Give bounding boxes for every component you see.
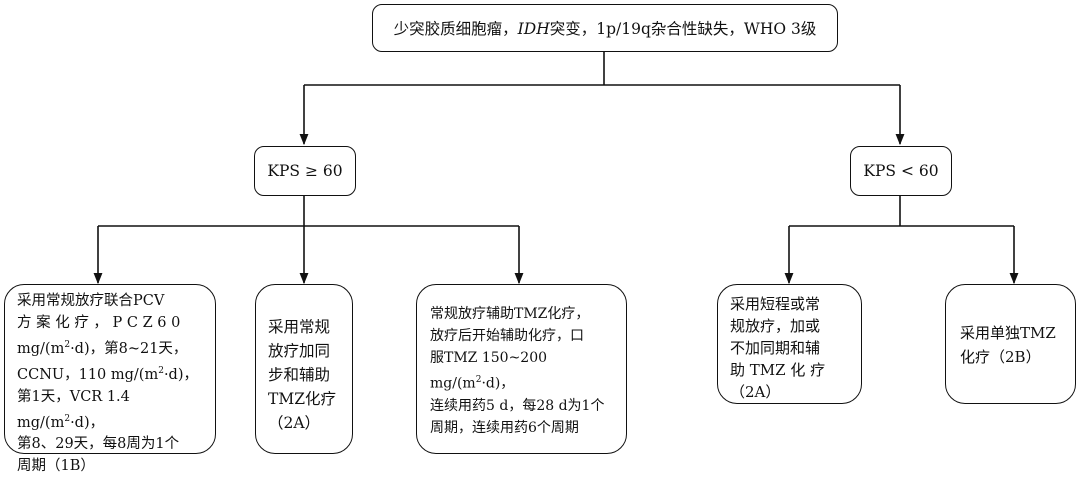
pcv-treatment-box: 采用常规放疗联合PCV 方 案 化 疗 ， P C Z 6 0 mg/(m2·d… [4,284,216,474]
pcv-line-7: 周期（1B） [17,458,95,475]
pcv-line-2: 方 案 化 疗 ， P C Z 6 0 [17,315,181,331]
kps-high-box: KPS ≥ 60 [254,146,356,196]
concurrent-line-3: 步和辅助 [268,366,331,384]
pcv-line-5: 第1天，VCR 1.4 mg/(m2·d)， [17,388,130,431]
short-course-box: 采用短程或常 规放疗，加或 不加同期和辅 助 TMZ 化 疗 （2A） [717,284,862,404]
kps-low-box: KPS < 60 [850,146,952,196]
tmz-only-line-1: 采用单独TMZ [960,324,1056,342]
short-line-1: 采用短程或常 [730,295,821,313]
adjuvant-line-5: 周期，连续用药6个周期 [430,419,579,436]
short-line-3: 不加同期和辅 [730,339,821,357]
root-diagnosis-box: 少突胶质细胞瘤，IDH突变，1p/19q杂合性缺失，WHO 3级 [372,4,838,52]
adjuvant-line-4: 连续用药5 d，每28 d为1个 [430,397,605,414]
kps-low-label: KPS < 60 [863,162,939,180]
root-diagnosis-text: 少突胶质细胞瘤，IDH突变，1p/19q杂合性缺失，WHO 3级 [393,20,817,38]
pcv-line-1: 采用常规放疗联合PCV [17,293,165,309]
short-line-5: （2A） [730,383,781,401]
concurrent-tmz-box: 采用常规 放疗加同 步和辅助 TMZ化疗 （2A） [255,284,353,454]
concurrent-line-1: 采用常规 [268,318,331,336]
adjuvant-line-1: 常规放疗辅助TMZ化疗， [430,306,590,322]
pcv-line-4: CCNU，110 mg/(m2·d)， [17,365,199,383]
adjuvant-line-2: 放疗后开始辅助化疗，口 [430,328,584,344]
concurrent-line-2: 放疗加同 [268,342,331,360]
pcv-line-3: mg/(m2·d)，第8~21天， [17,340,188,357]
concurrent-line-5: （2A） [268,414,321,432]
adjuvant-line-3: 服TMZ 150~200 mg/(m2·d)， [430,350,548,392]
connector-lines [93,52,1019,285]
kps-high-label: KPS ≥ 60 [267,162,343,180]
adjuvant-tmz-box: 常规放疗辅助TMZ化疗， 放疗后开始辅助化疗，口 服TMZ 150~200 mg… [416,284,627,454]
tmz-only-box: 采用单独TMZ 化疗（2B） [945,284,1076,404]
short-line-2: 规放疗，加或 [730,317,821,335]
pcv-line-6: 第8、29天，每8周为1个 [17,436,180,453]
short-line-4: 助 TMZ 化 疗 [730,361,826,379]
concurrent-line-4: TMZ化疗 [268,390,336,408]
tmz-only-line-2: 化疗（2B） [960,348,1041,366]
